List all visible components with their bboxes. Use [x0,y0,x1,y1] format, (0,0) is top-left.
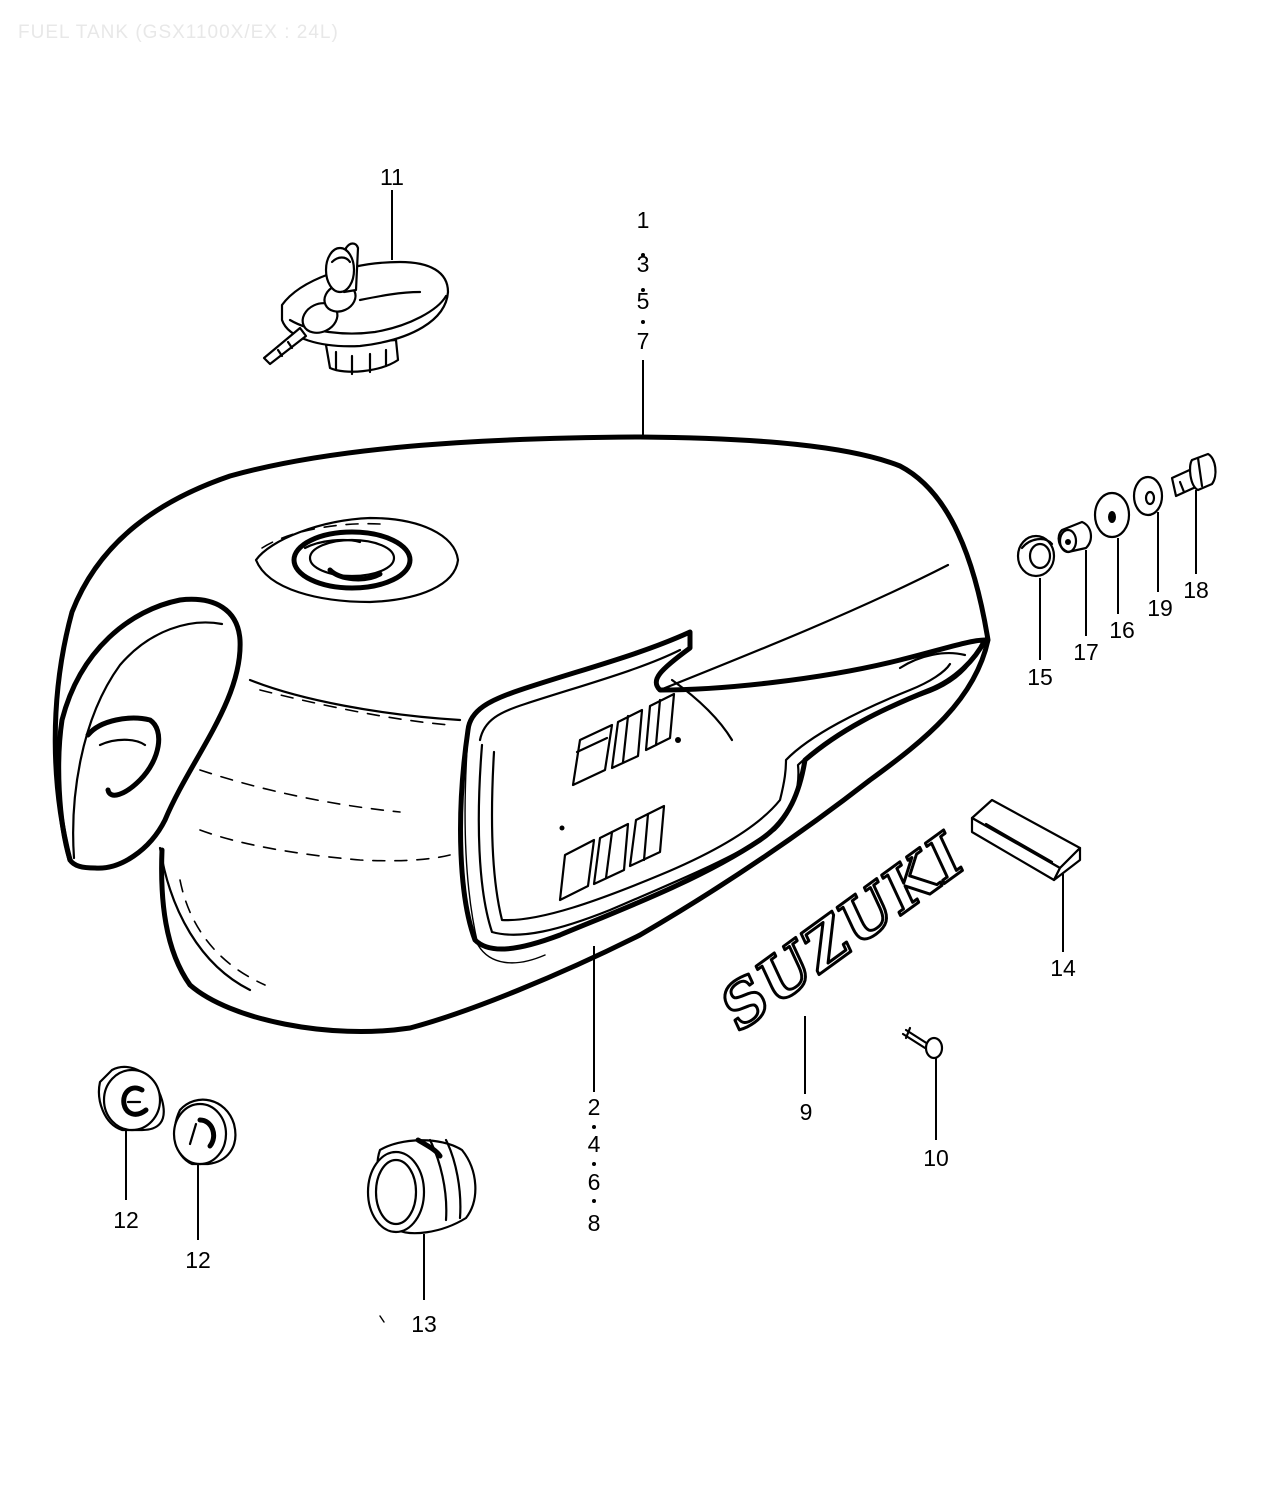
callout-1: 1 [637,207,650,233]
emblem-screw-10 [901,1026,944,1060]
cushion-12-right [172,1098,237,1166]
callout-10: 10 [923,1145,949,1171]
tank-stripe-blocks [558,692,681,902]
callout-19: 19 [1147,595,1173,621]
mount-grommet-15 [1016,534,1056,578]
spacer-collar-17 [1057,520,1092,554]
callout-18: 18 [1183,577,1209,603]
callout-17: 17 [1073,639,1099,665]
grommet-13 [366,1137,477,1235]
callout-12-right: 12 [185,1247,211,1273]
fuel-cap-with-key [262,242,450,376]
callout-5: 5 [637,288,650,314]
callout-7: 7 [637,328,650,354]
callout-3: 3 [637,251,650,277]
bolt-18 [1170,452,1217,498]
washer-19 [1132,475,1164,517]
callout-4: 4 [588,1131,601,1157]
callout-labels: 11 1 3 5 7 15 17 16 19 18 14 9 10 2 4 6 … [113,164,1209,1337]
callout-separators [592,253,645,1203]
callout-9: 9 [800,1099,813,1125]
cushion-pad-14 [970,798,1082,882]
stray-mark [379,1315,385,1323]
washer-16 [1093,491,1131,539]
callout-2: 2 [588,1094,601,1120]
callout-14: 14 [1050,955,1076,981]
suzuki-emblem: SUZUKI [706,819,980,1046]
fuel-tank [52,434,991,1034]
callout-13: 13 [411,1311,437,1337]
callout-8: 8 [588,1210,601,1236]
callout-6: 6 [588,1169,601,1195]
callout-11: 11 [380,164,404,190]
callout-16: 16 [1109,617,1135,643]
callout-12-left: 12 [113,1207,139,1233]
cushion-12-left [97,1065,165,1132]
diagram-title: FUEL TANK (GSX1100X/EX : 24L) [18,22,339,43]
emblem-lettering: SUZUKI [708,821,979,1045]
leader-lines [125,190,1197,1300]
callout-15: 15 [1027,664,1053,690]
